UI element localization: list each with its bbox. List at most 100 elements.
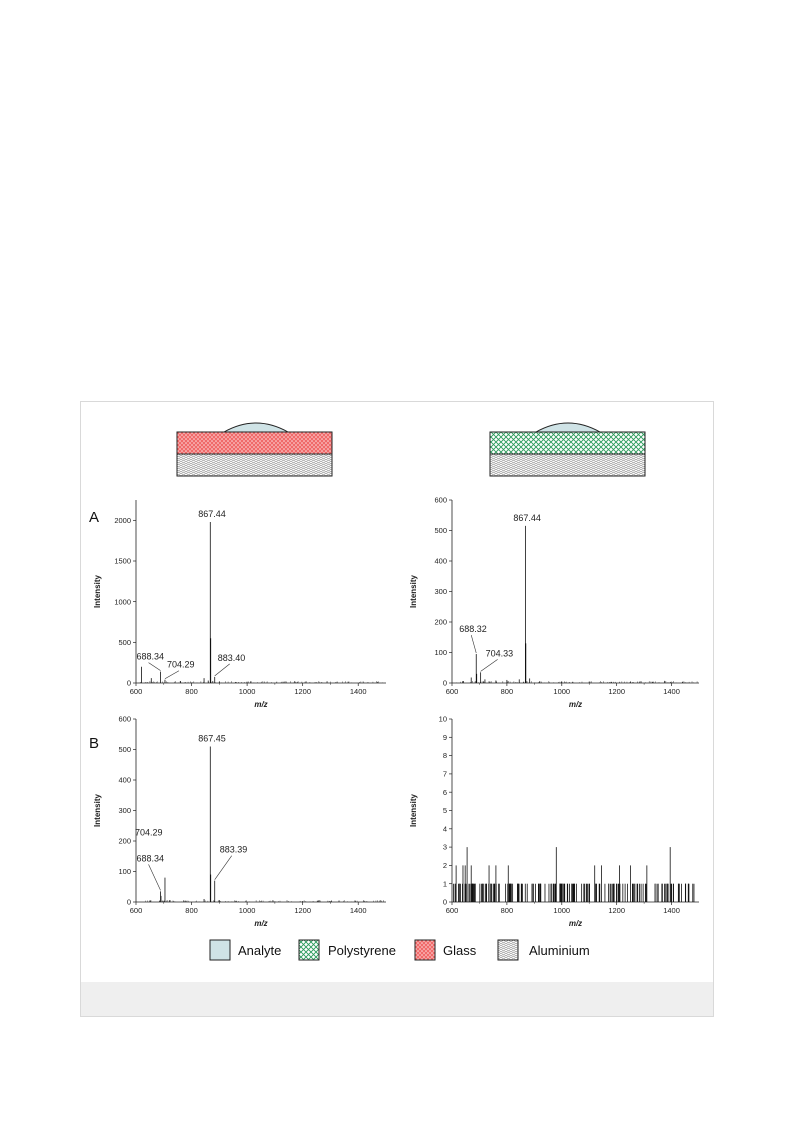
y-axis-title: Intensity [409, 794, 418, 827]
peak-annotation: 688.34 [137, 652, 165, 662]
y-tick-label: 8 [443, 751, 447, 760]
y-tick-label: 10 [439, 715, 447, 724]
peak-annotation: 688.34 [137, 853, 165, 863]
annotation-leader [470, 634, 477, 654]
legend: Analyte Polystyrene Glass Aluminium [209, 939, 590, 961]
y-tick-label: 600 [118, 715, 131, 724]
x-tick-label: 800 [185, 687, 198, 696]
y-tick-label: 500 [118, 638, 131, 647]
analyte-droplet [534, 422, 602, 433]
y-tick-label: 0 [443, 898, 447, 907]
x-tick-label: 1200 [294, 906, 311, 915]
panel-label-b: B [89, 735, 99, 752]
x-axis-title: m/z [569, 919, 582, 928]
x-tick-label: 1200 [608, 906, 625, 915]
annotation-leader [480, 659, 498, 672]
legend-label-polystyrene: Polystyrene [328, 943, 396, 958]
peak-annotation: 883.40 [218, 653, 246, 663]
x-tick-label: 800 [501, 687, 514, 696]
x-tick-label: 1400 [350, 687, 367, 696]
x-tick-label: 600 [130, 687, 143, 696]
glass-layer [176, 431, 333, 455]
peak-annotation: 704.29 [167, 660, 195, 670]
y-tick-label: 9 [443, 733, 447, 742]
legend-swatch-polystyrene [298, 939, 320, 961]
chart-0: 0 500 1000 1500 2000 600 800 1000 1200 1400 m/z Int… [93, 500, 386, 709]
y-tick-label: 0 [127, 679, 131, 688]
y-tick-label: 300 [118, 806, 131, 815]
y-tick-label: 100 [118, 867, 131, 876]
x-tick-label: 1000 [239, 906, 256, 915]
x-tick-label: 1200 [294, 687, 311, 696]
y-tick-label: 2000 [114, 516, 131, 525]
y-tick-label: 200 [118, 837, 131, 846]
x-tick-label: 600 [446, 906, 459, 915]
y-tick-label: 300 [434, 587, 447, 596]
x-axis-title: m/z [569, 700, 582, 709]
annotation-leader [214, 663, 230, 677]
y-tick-label: 400 [434, 557, 447, 566]
aluminium-layer [489, 453, 646, 477]
y-tick-label: 1 [443, 879, 447, 888]
legend-label-aluminium: Aluminium [529, 943, 590, 958]
x-tick-label: 1400 [663, 906, 680, 915]
schematic-glass [176, 422, 333, 477]
x-tick-label: 800 [185, 906, 198, 915]
chart-2: 0 100 200 300 400 500 600 600 800 1000 1200 1400 m/z… [93, 715, 386, 928]
peak-annotation: 688.32 [459, 624, 487, 634]
y-tick-label: 500 [434, 526, 447, 535]
x-tick-label: 1000 [239, 687, 256, 696]
panel-label-a: A [89, 509, 99, 526]
peak-annotation: 883.39 [220, 845, 248, 855]
legend-swatch-glass [414, 939, 436, 961]
annotation-leader [214, 855, 232, 880]
x-tick-label: 1000 [553, 906, 570, 915]
y-tick-label: 7 [443, 770, 447, 779]
y-axis-title: Intensity [409, 575, 418, 608]
x-axis-title: m/z [254, 919, 267, 928]
legend-swatch-analyte [209, 939, 231, 961]
y-tick-label: 5 [443, 806, 447, 815]
y-tick-label: 0 [127, 898, 131, 907]
y-tick-label: 6 [443, 788, 447, 797]
polystyrene-layer [489, 431, 646, 455]
analyte-droplet [222, 422, 290, 433]
y-tick-label: 100 [434, 648, 447, 657]
x-tick-label: 800 [501, 906, 514, 915]
legend-swatch-aluminium [497, 939, 519, 961]
legend-label-glass: Glass [443, 943, 477, 958]
y-tick-label: 3 [443, 843, 447, 852]
annotation-leader [164, 670, 180, 680]
legend-label-analyte: Analyte [238, 943, 281, 958]
x-tick-label: 1200 [608, 687, 625, 696]
y-axis-title: Intensity [93, 575, 102, 608]
y-tick-label: 1000 [114, 597, 131, 606]
x-tick-label: 600 [446, 687, 459, 696]
y-tick-label: 500 [118, 745, 131, 754]
y-tick-label: 400 [118, 776, 131, 785]
x-tick-label: 1400 [350, 906, 367, 915]
annotation-leader [148, 662, 161, 671]
peak-annotation: 867.45 [198, 733, 226, 743]
peak-annotation: 867.44 [198, 509, 226, 519]
x-axis-title: m/z [254, 700, 267, 709]
figure-caption-bar [81, 982, 713, 1016]
y-tick-label: 1500 [114, 557, 131, 566]
y-axis-title: Intensity [93, 794, 102, 827]
y-tick-label: 600 [434, 496, 447, 505]
peak-annotation: 704.29 [135, 828, 163, 838]
y-tick-label: 200 [434, 618, 447, 627]
peak-annotation: 704.33 [486, 648, 514, 658]
peak-annotation: 867.44 [513, 513, 541, 523]
schematic-polystyrene [489, 422, 646, 477]
annotation-leader [148, 864, 161, 891]
y-tick-label: 4 [443, 824, 447, 833]
x-tick-label: 600 [130, 906, 143, 915]
x-tick-label: 1400 [663, 687, 680, 696]
x-tick-label: 1000 [553, 687, 570, 696]
